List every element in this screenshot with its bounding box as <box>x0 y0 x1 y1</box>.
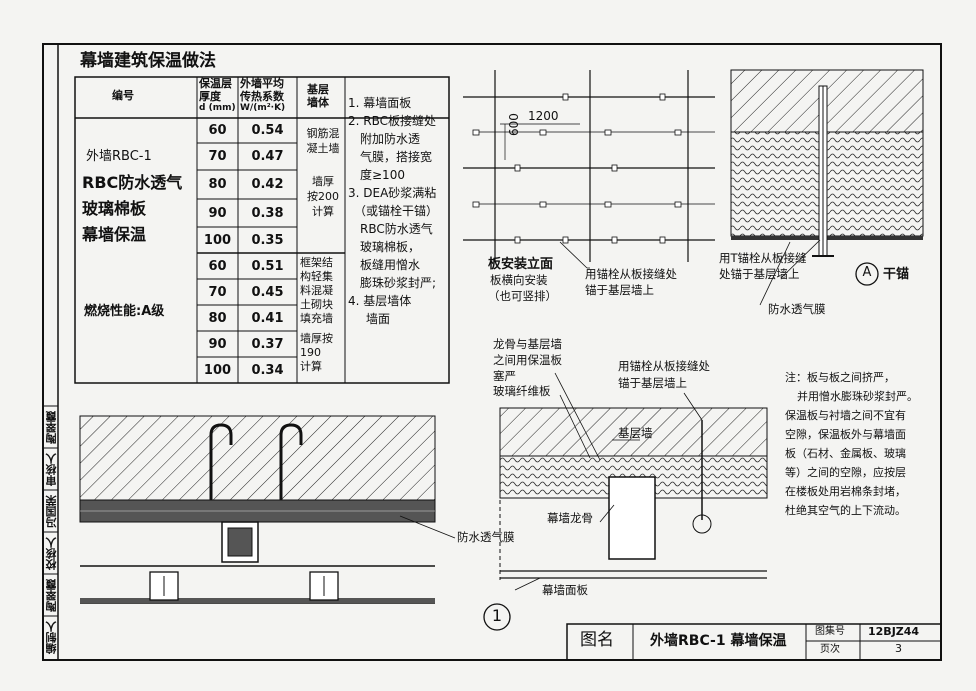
detail-a-drawing <box>730 69 924 306</box>
table-grid <box>74 76 450 384</box>
elevation-sub1: 板横向安装 <box>490 273 548 287</box>
section-drawing <box>499 372 768 591</box>
g2-u-90: 0.37 <box>251 336 284 352</box>
g1-thickness-70: 70 <box>208 149 227 164</box>
side-checker-label: 校核人 <box>45 537 58 571</box>
elevation-dim-width: 1200 <box>528 109 559 123</box>
g1-thickness-100: 100 <box>203 232 232 248</box>
g2-u-70: 0.45 <box>251 284 284 300</box>
side-compiler-name: 陶翠霞 <box>45 579 58 613</box>
detail-a-callout: 用T锚栓从板接缝 处锚于基层墙上 <box>719 251 807 281</box>
g1-thickness-60: 60 <box>208 123 227 138</box>
g2-thickness-70: 70 <box>208 284 227 300</box>
elevation-sub2: （也可竖排） <box>488 289 557 303</box>
titlebar-page-label: 页次 <box>820 644 840 655</box>
titlebar-atlas-no: 12BJZ44 <box>868 625 920 638</box>
notes-block: 注：板与板之间挤严， 并用憎水膨珠砂浆封严。 保温板与衬墙之间不宜有 空隙，保温… <box>785 371 918 517</box>
header-u-value: 外墙平均 传热系数 W/(m²·K) <box>240 77 286 114</box>
g2-base-text: 框架结 构轻集 料混凝 土砌块 填充墙 墙厚按 190 计算 <box>300 256 333 373</box>
titlebar-atlas-label: 图集号 <box>815 626 845 637</box>
titlebar-name: 外墙RBC-1 幕墙保温 <box>650 633 787 649</box>
section-anchor-note: 用锚栓从板接缝处 锚于基层墙上 <box>618 359 710 390</box>
side-reviewer-name: 陶翠霞 <box>45 411 58 445</box>
elevation-dim-height: 600 <box>507 113 521 136</box>
detail-1-marker: 1 <box>491 606 503 625</box>
header-thickness: 保温层 厚度 d (mm) <box>199 77 236 114</box>
layers-list: 1. 幕墙面板 2. RBC板接缝处 附加防水透 气膜，搭接宽 度≥100 3.… <box>348 96 439 326</box>
g2-u-100: 0.34 <box>251 362 284 378</box>
g2-thickness-60: 60 <box>208 258 227 274</box>
code-line-1: 外墙RBC-1 <box>86 149 152 164</box>
section-base-label: 基层墙 <box>618 426 653 440</box>
title-bar-grid <box>566 623 942 661</box>
titlebar-page-no: 3 <box>895 642 902 655</box>
header-base: 基层 墙体 <box>307 83 329 109</box>
g1-u-90: 0.38 <box>251 205 284 221</box>
section-fiber-label: 玻璃纤维板 <box>493 384 551 399</box>
g2-u-80: 0.41 <box>251 310 284 326</box>
detail-1-drawing <box>79 415 511 631</box>
g1-u-60: 0.54 <box>251 123 284 138</box>
code-line-2: RBC防水透气 <box>82 173 183 192</box>
g1-thickness-80: 80 <box>208 177 227 192</box>
g2-thickness-90: 90 <box>208 336 227 352</box>
titlebar-tuming-label: 图名 <box>580 630 614 650</box>
detail-a-membrane: 防水透气膜 <box>768 302 826 316</box>
g1-u-100: 0.35 <box>251 232 284 248</box>
g2-u-60: 0.51 <box>251 258 284 274</box>
page-title: 幕墙建筑保温做法 <box>80 51 216 71</box>
code-line-4: 幕墙保温 <box>82 225 147 244</box>
header-code: 编号 <box>112 89 134 102</box>
side-checker-name: 冯国荣 <box>45 495 58 529</box>
panel-elevation <box>463 70 715 269</box>
detail-1-membrane: 防水透气膜 <box>457 530 515 544</box>
g2-thickness-100: 100 <box>203 362 232 378</box>
fire-rating: 燃烧性能:A级 <box>84 304 165 319</box>
side-strip-grid <box>42 405 59 661</box>
elevation-title: 板安装立面 <box>488 257 554 272</box>
g1-base-text: 钢筋混 凝土墙 墙厚 按200 计算 <box>306 127 340 218</box>
detail-a-marker-label: 干锚 <box>883 267 910 282</box>
g1-thickness-90: 90 <box>208 205 227 221</box>
section-panel-label: 幕墙面板 <box>542 583 588 597</box>
elevation-callout: 用锚栓从板接缝处 锚于基层墙上 <box>585 267 677 297</box>
side-reviewer-label: 审核人 <box>45 453 58 487</box>
detail-a-marker: A <box>862 265 872 280</box>
g2-thickness-80: 80 <box>208 310 227 326</box>
side-compiler-label: 编制人 <box>45 621 58 655</box>
code-line-3: 玻璃棉板 <box>82 199 147 218</box>
section-keel-label: 幕墙龙骨 <box>547 511 593 525</box>
section-keel-note: 龙骨与基层墙 之间用保温板 塞严 <box>493 337 562 383</box>
g1-u-70: 0.47 <box>251 149 284 164</box>
g1-u-80: 0.42 <box>251 177 284 192</box>
